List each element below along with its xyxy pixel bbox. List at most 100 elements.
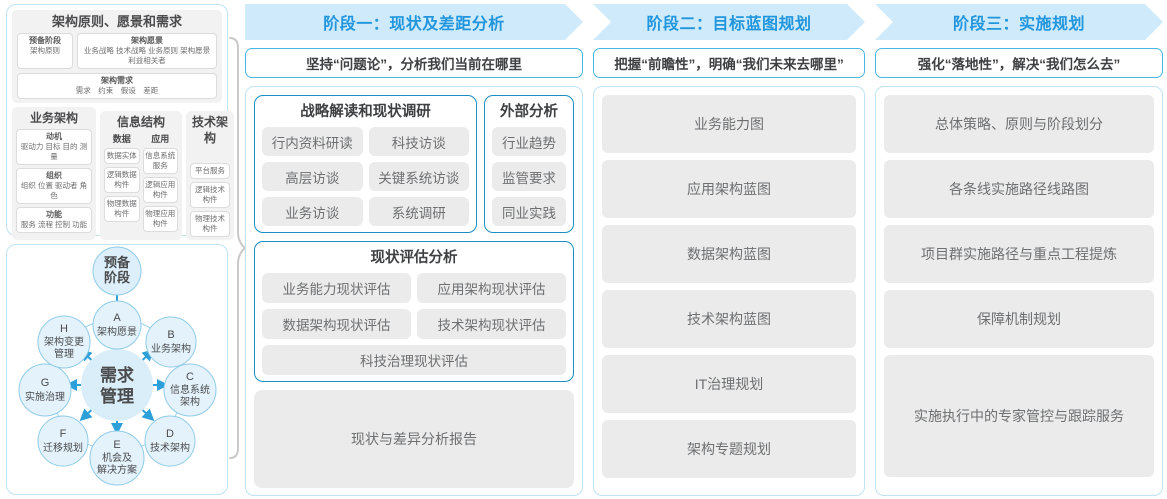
togaf-requirements-title: 架构需求 — [101, 76, 133, 85]
togaf-biz-cell-title: 动机 — [46, 132, 62, 141]
blueprint-item[interactable]: 业务能力图 — [602, 95, 856, 153]
strategy-research-title: 战略解读和现状调研 — [300, 104, 431, 120]
cycle-node-a-key: A — [113, 312, 121, 324]
cycle-node-f-label: 迁移规划 — [43, 441, 83, 454]
togaf-biz-cell-title: 功能 — [46, 210, 62, 219]
cycle-node-d-label: 技术架构 — [150, 441, 190, 454]
phase-columns: 阶段一：现状及差距分析 坚持“问题论”，分析我们当前在哪里 战略解读和现状调研 … — [245, 4, 1163, 496]
togaf-tech-cell: 平台服务 — [190, 163, 230, 179]
togaf-app-cell: 逻辑应用构件 — [142, 177, 178, 203]
blueprint-item[interactable]: IT治理规划 — [602, 355, 856, 413]
cycle-node-c-key: C — [186, 371, 194, 383]
togaf-technology-architecture: 技术架构 平台服务 逻辑技术构件 物理技术构件 — [186, 111, 234, 240]
strategy-research-item[interactable]: 系统调研 — [368, 197, 469, 226]
togaf-tech-title: 技术架构 — [191, 115, 228, 145]
blueprint-item[interactable]: 数据架构蓝图 — [602, 225, 856, 283]
togaf-domain-columns: 业务架构 动机 驱动力 目标 目的 测量 组织 组织 位置 驱动者 角色 功能 … — [12, 107, 234, 240]
togaf-tech-cell: 物理技术构件 — [190, 211, 230, 237]
togaf-application-subcolumn: 应用 信息系统服务 逻辑应用构件 物理应用构件 — [142, 130, 178, 232]
cycle-node-e-label1: 机会及 — [102, 451, 132, 464]
blueprint-item[interactable]: 架构专题规划 — [602, 420, 856, 478]
strategy-research-item[interactable]: 关键系统访谈 — [368, 162, 469, 191]
phase-3-subtitle: 强化“落地性”，解决“我们怎么去” — [875, 48, 1163, 78]
togaf-biz-cell: 动机 驱动力 目标 目的 测量 — [16, 129, 92, 165]
togaf-data-header: 数据 — [112, 134, 131, 144]
togaf-data-cell: 数据实体 — [104, 148, 140, 164]
cycle-node-e-key: E — [113, 439, 120, 451]
phase-1-body: 战略解读和现状调研 行内资料研读 科技访谈 高层访谈 关键系统访谈 业务访谈 系… — [245, 86, 583, 496]
phase-2-body: 业务能力图 应用架构蓝图 数据架构蓝图 技术架构蓝图 IT治理规划 架构专题规划 — [593, 86, 865, 496]
strategy-research-item[interactable]: 高层访谈 — [262, 162, 363, 191]
togaf-biz-cell-sub: 组织 位置 驱动者 角色 — [20, 181, 88, 200]
assessment-item[interactable]: 业务能力现状评估 — [262, 273, 411, 303]
cycle-node-h-key: H — [60, 323, 68, 335]
assessment-item[interactable]: 应用架构现状评估 — [417, 273, 566, 303]
phase-2-item-list: 业务能力图 应用架构蓝图 数据架构蓝图 技术架构蓝图 IT治理规划 架构专题规划 — [602, 95, 856, 487]
togaf-biz-title: 业务架构 — [29, 111, 78, 125]
assessment-item[interactable]: 技术架构现状评估 — [417, 309, 566, 339]
cycle-node-g-key: G — [41, 377, 50, 389]
blueprint-item[interactable]: 应用架构蓝图 — [602, 160, 856, 218]
cycle-node-d-key: D — [166, 428, 174, 440]
cycle-node-h-label1: 架构变更 — [44, 335, 84, 348]
strategy-research-card: 战略解读和现状调研 行内资料研读 科技访谈 高层访谈 关键系统访谈 业务访谈 系… — [254, 95, 477, 233]
togaf-biz-cell: 功能 服务 流程 控制 功能 — [16, 207, 92, 233]
togaf-biz-cell-sub: 驱动力 目标 目的 测量 — [20, 142, 88, 161]
cycle-prep-line2: 阶段 — [104, 270, 130, 285]
implementation-item[interactable]: 总体策略、原则与阶段划分 — [884, 95, 1154, 153]
implementation-item[interactable]: 各条线实施路径线路图 — [884, 160, 1154, 218]
phase-3-body: 总体策略、原则与阶段划分 各条线实施路径线路图 项目群实施路径与重点工程提炼 保… — [875, 86, 1163, 496]
togaf-title: 架构原则、愿景和需求 — [51, 14, 182, 29]
cycle-node-b-label: 业务架构 — [151, 342, 191, 355]
cycle-prep-line1: 预备 — [104, 255, 131, 270]
togaf-biz-cell-title: 组织 — [46, 171, 62, 180]
phase-2-header: 阶段二：目标蓝图规划 — [593, 4, 865, 40]
togaf-info-title: 信息结构 — [116, 115, 165, 129]
left-column: 架构原则、愿景和需求 预备阶段 架构原则 架构愿景 业务战略 技术战略 业务原则… — [6, 4, 234, 495]
cycle-node-c-label1: 信息系统 — [170, 383, 210, 396]
current-state-assessment-title: 现状评估分析 — [370, 250, 458, 266]
togaf-biz-cell-sub: 服务 流程 控制 功能 — [20, 220, 88, 229]
adm-cycle-panel: 需求 管理 预备 阶段 A 架构愿景 B 业务架构 C 信息系统 架构 — [6, 244, 228, 495]
external-analysis-item[interactable]: 行业趋势 — [492, 127, 566, 156]
togaf-data-subcolumn: 数据 数据实体 逻辑数据构件 物理数据构件 — [104, 130, 140, 232]
implementation-item[interactable]: 项目群实施路径与重点工程提炼 — [884, 225, 1154, 283]
togaf-data-cell: 逻辑数据构件 — [104, 167, 140, 193]
togaf-information-architecture: 信息结构 数据 数据实体 逻辑数据构件 物理数据构件 应用 信息系统服务 逻辑应… — [100, 111, 182, 240]
cycle-node-e-label2: 解决方案 — [97, 463, 137, 476]
togaf-vision-title: 架构愿景 — [131, 36, 163, 45]
assessment-item[interactable]: 数据架构现状评估 — [262, 309, 411, 339]
phase-1-header: 阶段一：现状及差距分析 — [245, 4, 583, 40]
cycle-center-line2: 管理 — [100, 386, 134, 406]
strategy-research-item[interactable]: 科技访谈 — [368, 127, 469, 156]
phase-2: 阶段二：目标蓝图规划 把握“前瞻性”，明确“我们未来去哪里” 业务能力图 应用架… — [593, 4, 865, 496]
togaf-tech-cell: 逻辑技术构件 — [190, 182, 230, 208]
gap-analysis-report[interactable]: 现状与差异分析报告 — [254, 390, 574, 488]
left-to-phase-bracket — [229, 37, 246, 459]
adm-cycle-diagram: 需求 管理 预备 阶段 A 架构愿景 B 业务架构 C 信息系统 架构 — [18, 246, 217, 486]
phase-2-subtitle: 把握“前瞻性”，明确“我们未来去哪里” — [593, 48, 865, 78]
togaf-prep-title: 预备阶段 — [29, 36, 61, 45]
phase-3-item-list: 总体策略、原则与阶段划分 各条线实施路径线路图 项目群实施路径与重点工程提炼 保… — [884, 95, 1154, 487]
cycle-node-b-key: B — [167, 329, 174, 341]
blueprint-item[interactable]: 技术架构蓝图 — [602, 290, 856, 348]
cycle-node-g-label: 实施治理 — [25, 390, 65, 403]
strategy-research-item[interactable]: 业务访谈 — [262, 197, 363, 226]
togaf-prep-sub: 架构原则 — [30, 46, 60, 55]
strategy-research-item[interactable]: 行内资料研读 — [262, 127, 363, 156]
assessment-item-wide[interactable]: 科技治理现状评估 — [262, 345, 566, 375]
togaf-vision-cell: 架构愿景 业务战略 技术战略 业务原则 架构愿景 利益相关者 — [77, 33, 217, 69]
external-analysis-title: 外部分析 — [500, 104, 558, 120]
external-analysis-item[interactable]: 同业实践 — [492, 197, 566, 226]
cycle-node-a-label: 架构愿景 — [97, 325, 137, 338]
phase-1-subtitle: 坚持“问题论”，分析我们当前在哪里 — [245, 48, 583, 78]
implementation-item[interactable]: 保障机制规划 — [884, 290, 1154, 348]
external-analysis-item[interactable]: 监管要求 — [492, 162, 566, 191]
implementation-item-tall[interactable]: 实施执行中的专家管控与跟踪服务 — [884, 355, 1154, 477]
togaf-app-cell: 信息系统服务 — [142, 148, 178, 174]
togaf-app-header: 应用 — [151, 134, 170, 144]
togaf-data-cell: 物理数据构件 — [104, 196, 140, 222]
togaf-framework-panel: 架构原则、愿景和需求 预备阶段 架构原则 架构愿景 业务战略 技术战略 业务原则… — [6, 4, 234, 292]
togaf-biz-cell: 组织 组织 位置 驱动者 角色 — [16, 168, 92, 204]
